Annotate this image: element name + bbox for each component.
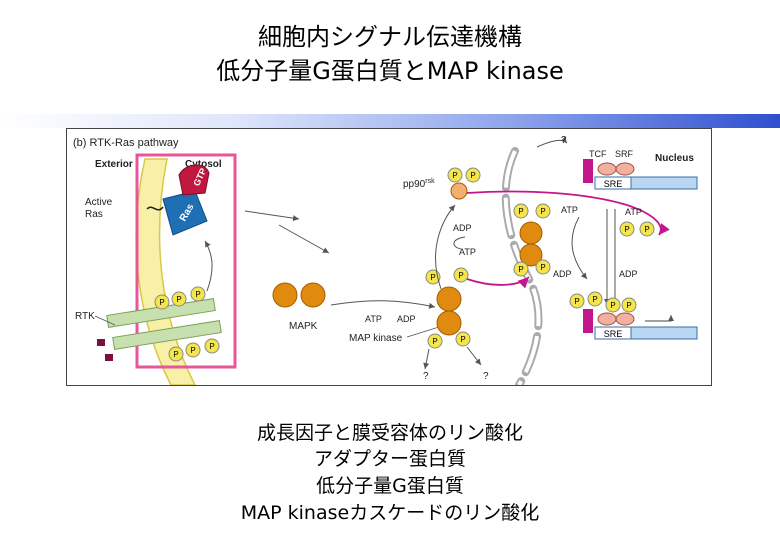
svg-text:P: P bbox=[624, 225, 629, 234]
atp-label-1: ATP bbox=[365, 314, 382, 324]
map-kinase-label: MAP kinase bbox=[349, 333, 403, 344]
unknown-target-3: ? bbox=[561, 135, 567, 146]
mapk-unknown-arrow-1 bbox=[425, 349, 429, 369]
slide-title-line1: 細胞内シグナル伝達機構 bbox=[0, 22, 780, 52]
mapk-active: P P P P bbox=[426, 268, 470, 348]
svg-text:P: P bbox=[518, 265, 523, 274]
tcf-label: TCF bbox=[589, 149, 607, 159]
svg-text:P: P bbox=[644, 225, 649, 234]
sre-complex-active: P P P P SRE bbox=[570, 292, 697, 339]
svg-text:P: P bbox=[470, 171, 475, 180]
pathway-diagram: (b) RTK-Ras pathway Exterior Cytosol Nuc… bbox=[67, 129, 711, 385]
active-ras-label-line1: Active bbox=[85, 197, 113, 208]
pp90rsk-phosphates: P P bbox=[448, 168, 480, 182]
mapk-activation-arrow bbox=[331, 301, 435, 307]
mapk-label: MAPK bbox=[289, 321, 318, 332]
atp-label-4: ATP bbox=[625, 207, 642, 217]
nuclear-phosphates-right: P P bbox=[620, 222, 654, 236]
svg-text:P: P bbox=[540, 207, 545, 216]
svg-text:P: P bbox=[159, 298, 164, 307]
mapk-nuclear: P P P P bbox=[514, 204, 550, 276]
svg-text:P: P bbox=[176, 295, 181, 304]
ras-protein: Ras bbox=[163, 191, 207, 235]
summary-line-2: アダプター蛋白質 bbox=[0, 447, 780, 471]
svg-text:P: P bbox=[574, 297, 579, 306]
svg-text:P: P bbox=[592, 295, 597, 304]
atp-label-3: ATP bbox=[561, 205, 578, 215]
summary-line-3: 低分子量G蛋白質 bbox=[0, 474, 780, 498]
svg-text:SRE: SRE bbox=[604, 329, 623, 339]
svg-text:P: P bbox=[626, 301, 631, 310]
svg-text:P: P bbox=[430, 273, 435, 282]
atp-label-2: ATP bbox=[459, 247, 476, 257]
svg-text:P: P bbox=[458, 271, 463, 280]
svg-text:P: P bbox=[460, 335, 465, 344]
exterior-label: Exterior bbox=[95, 159, 133, 170]
svg-text:P: P bbox=[190, 346, 195, 355]
summary-line-1: 成長因子と膜受容体のリン酸化 bbox=[0, 421, 780, 445]
mapk-inactive bbox=[273, 283, 325, 307]
svg-text:P: P bbox=[209, 342, 214, 351]
ras-cascade-arrow-1 bbox=[245, 211, 299, 219]
mapk-nuclear-import-arrow bbox=[467, 277, 529, 285]
srf-label: SRF bbox=[615, 149, 634, 159]
ras-cascade-arrow-2 bbox=[279, 225, 329, 253]
adp-label-4: ADP bbox=[619, 269, 638, 279]
svg-text:P: P bbox=[173, 350, 178, 359]
pp90rsk-label: pp90rsk bbox=[403, 178, 435, 190]
svg-text:P: P bbox=[195, 290, 200, 299]
svg-text:SRE: SRE bbox=[604, 179, 623, 189]
nucleus-label: Nucleus bbox=[655, 153, 694, 164]
adp-label-3: ADP bbox=[553, 269, 572, 279]
svg-text:P: P bbox=[610, 301, 615, 310]
slide-title-line2: 低分子量G蛋白質とMAP kinase bbox=[0, 56, 780, 86]
svg-text:P: P bbox=[518, 207, 523, 216]
rtk-to-ras-arrow bbox=[205, 241, 212, 291]
summary-line-4: MAP kinaseカスケードのリン酸化 bbox=[0, 501, 780, 525]
svg-text:P: P bbox=[432, 337, 437, 346]
unknown-target-1: ? bbox=[423, 371, 429, 382]
gradient-divider bbox=[0, 114, 780, 128]
tf-phospho-arrow-1 bbox=[572, 217, 587, 279]
rtk-label: RTK bbox=[75, 311, 95, 322]
pathway-figure: (b) RTK-Ras pathway Exterior Cytosol Nuc… bbox=[66, 128, 712, 386]
pp90rsk-protein bbox=[451, 183, 467, 199]
adp-label-1: ADP bbox=[397, 314, 416, 324]
panel-label: (b) RTK-Ras pathway bbox=[73, 137, 179, 149]
gtp-molecule: GTP bbox=[179, 165, 209, 195]
svg-text:P: P bbox=[452, 171, 457, 180]
mapk-unknown-arrow-2 bbox=[467, 347, 481, 365]
svg-text:P: P bbox=[540, 263, 545, 272]
unknown-target-2: ? bbox=[483, 371, 489, 382]
active-ras-label-line2: Ras bbox=[85, 209, 103, 220]
adp-label-2: ADP bbox=[453, 223, 472, 233]
